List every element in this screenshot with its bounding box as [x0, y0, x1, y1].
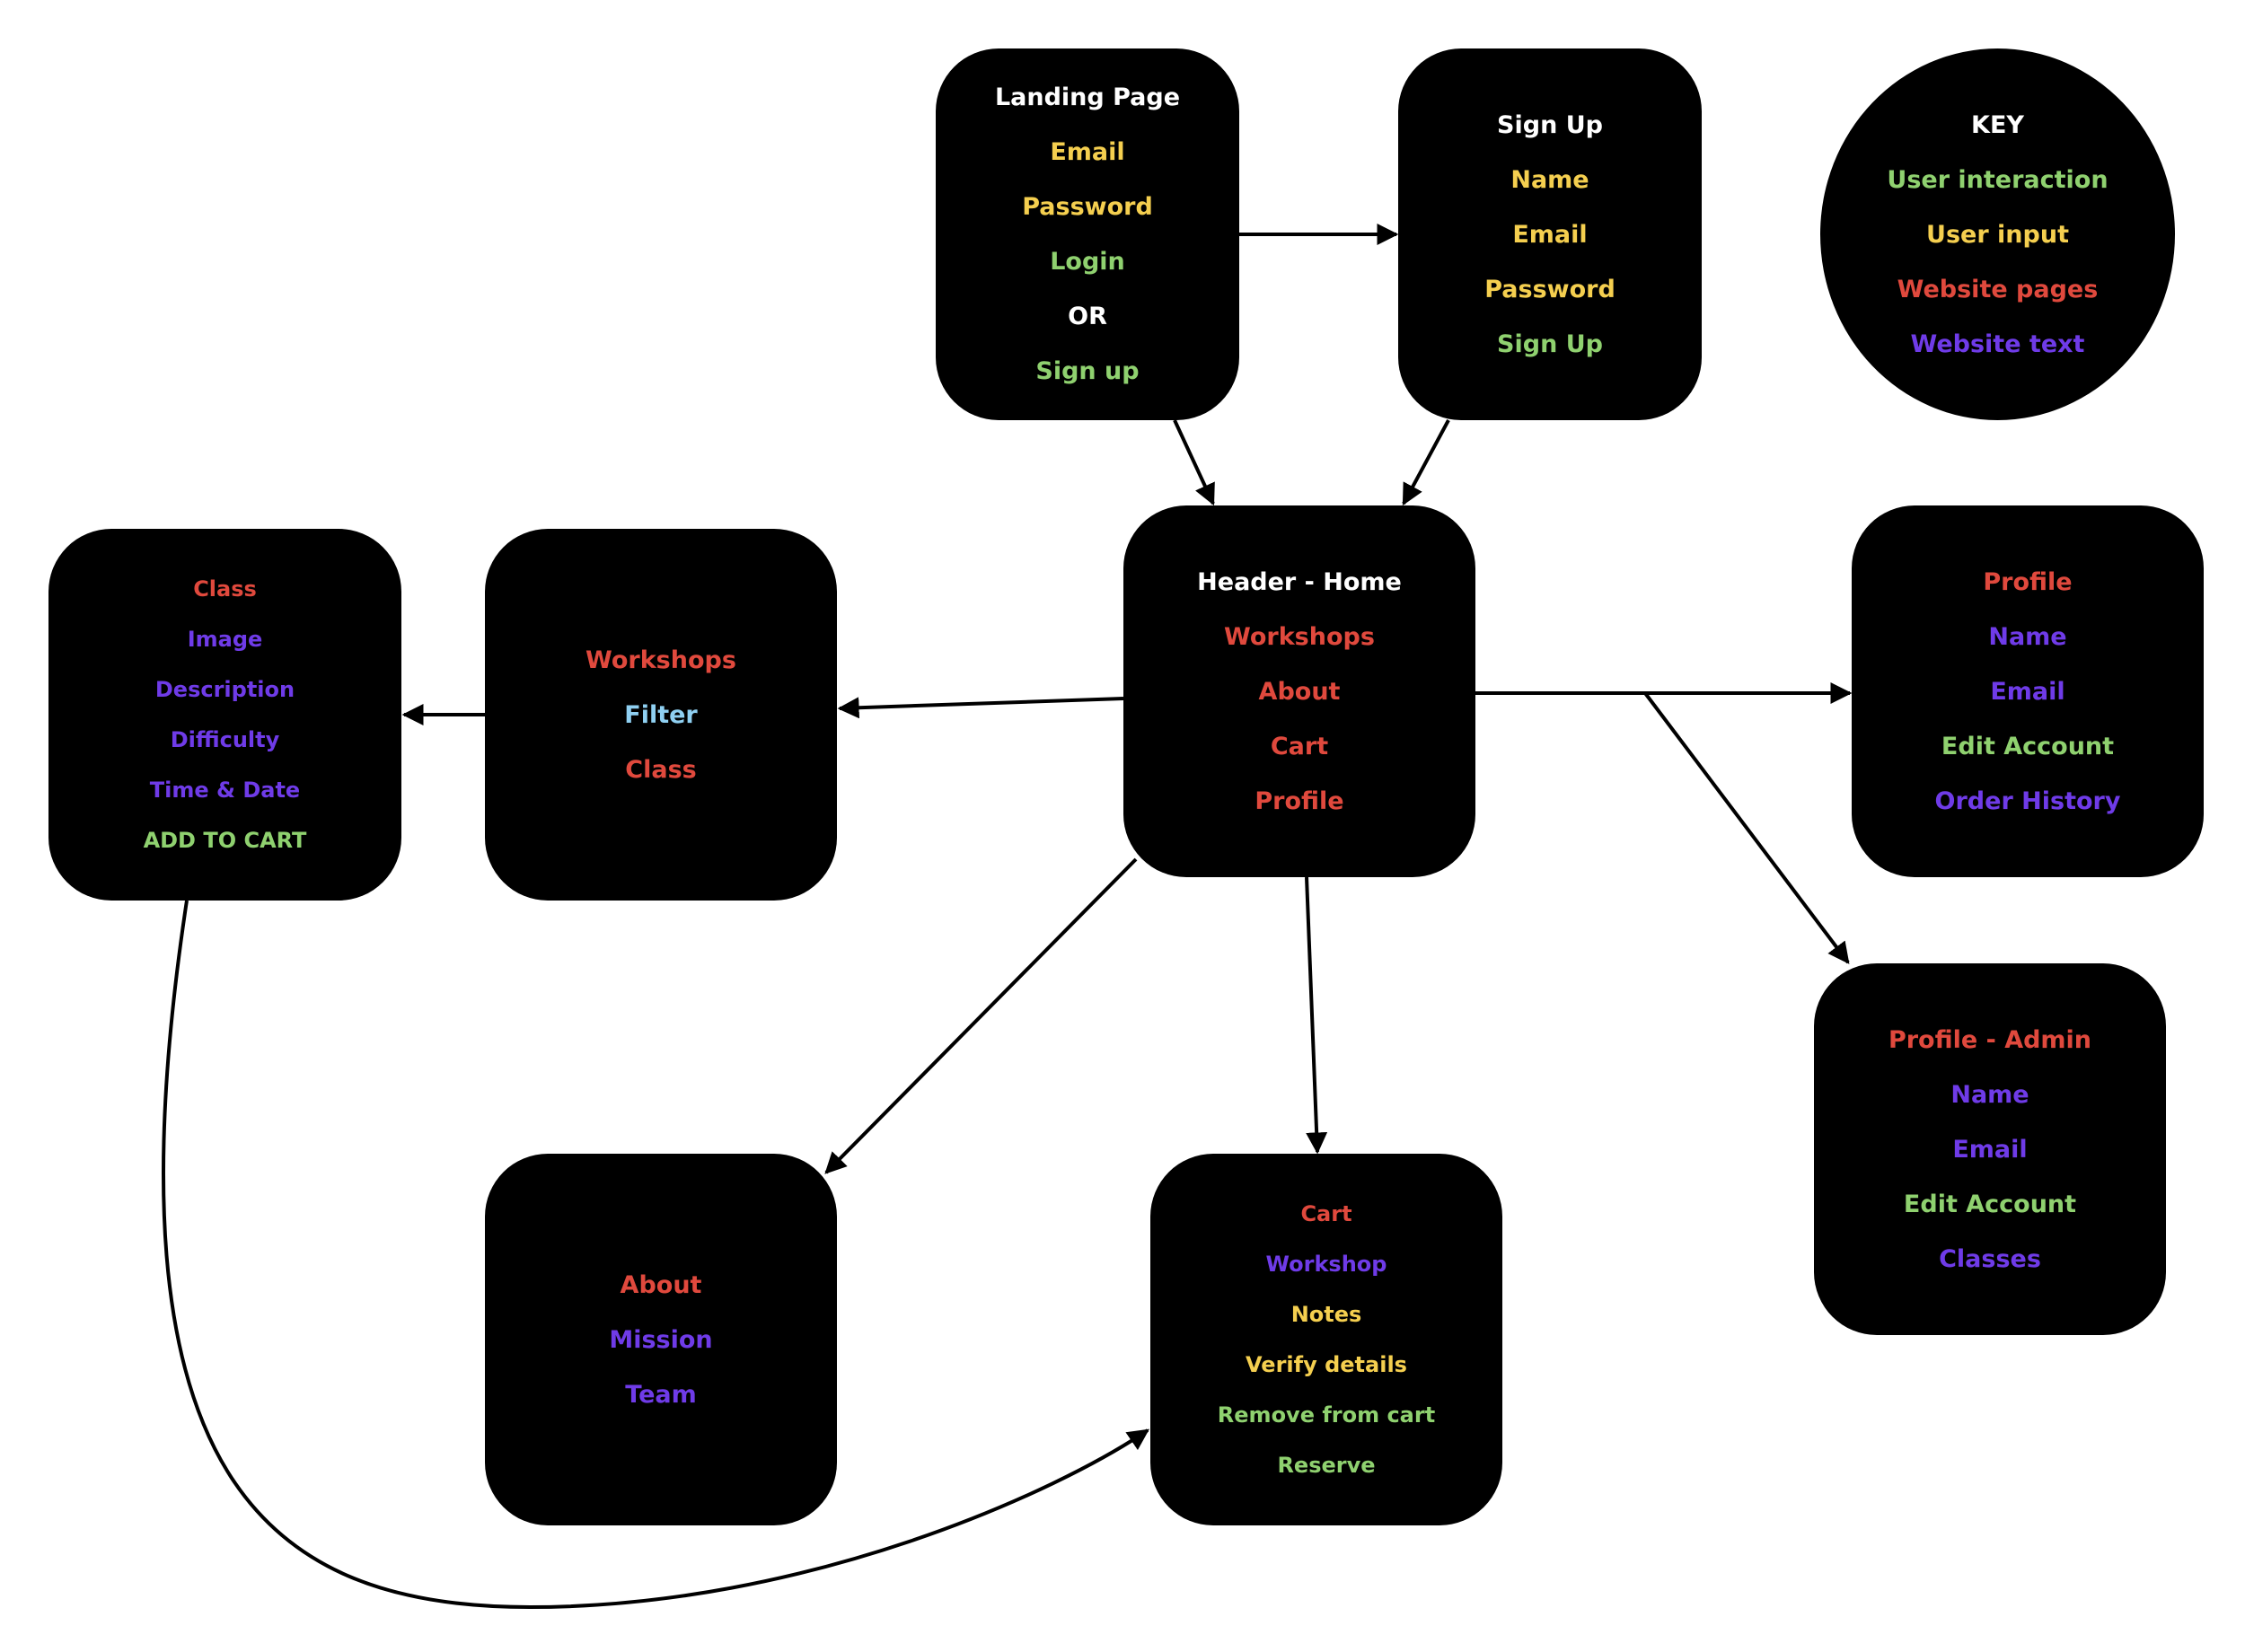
- admin-item-classes: Classes: [1939, 1244, 2041, 1273]
- admin-item-email: Email: [1952, 1135, 2028, 1164]
- key-item-website-text: Website text: [1910, 330, 2085, 358]
- signup-item-email: Email: [1512, 220, 1588, 249]
- landing-item-login: Login: [1050, 248, 1125, 276]
- admin-item-edit-account: Edit Account: [1903, 1190, 2077, 1218]
- edge-home-to-about: [824, 857, 1138, 1174]
- landing-item-sign-up: Sign up: [1035, 357, 1140, 385]
- profile-item-edit-account: Edit Account: [1941, 732, 2115, 760]
- cart-item-notes: Notes: [1290, 1302, 1362, 1327]
- profile-item-profile: Profile: [1983, 567, 2073, 596]
- home-item-cart: Cart: [1270, 732, 1329, 760]
- signup-item-sign-up: Sign Up: [1497, 330, 1603, 358]
- edge-signup-to-home: [1402, 419, 1450, 506]
- landing-item-password: Password: [1022, 193, 1153, 221]
- profile-item-email: Email: [1990, 677, 2065, 706]
- cart-item-workshop: Workshop: [1265, 1252, 1387, 1277]
- workshops-item-class: Class: [625, 755, 697, 784]
- home-item-header-home: Header - Home: [1197, 567, 1402, 596]
- landing-item-or: OR: [1068, 303, 1107, 330]
- edge-home-to-workshops: [837, 697, 1124, 719]
- edge-home-to-cart: [1305, 876, 1328, 1155]
- key-item-user-interaction: User interaction: [1887, 165, 2109, 194]
- key-item-key: KEY: [1971, 110, 2024, 139]
- home-item-workshops: Workshops: [1224, 622, 1375, 651]
- edge-home-to-admin: [1643, 691, 1850, 964]
- profile-item-order-history: Order History: [1934, 786, 2121, 815]
- class-item-add-to-cart: ADD TO CART: [143, 828, 307, 853]
- class-item-image: Image: [187, 627, 263, 652]
- key-item-user-input: User input: [1926, 220, 2069, 249]
- about-item-mission: Mission: [609, 1325, 713, 1354]
- class-item-description: Description: [154, 677, 295, 702]
- signup-item-sign-up: Sign Up: [1497, 110, 1603, 139]
- admin-item-name: Name: [1950, 1080, 2029, 1109]
- edge-class-to-cart: [162, 900, 1149, 1610]
- landing-item-landing-page: Landing Page: [994, 83, 1181, 111]
- class-item-class: Class: [193, 576, 257, 602]
- landing-item-email: Email: [1050, 138, 1125, 166]
- cart-item-cart: Cart: [1300, 1201, 1352, 1226]
- key-item-website-pages: Website pages: [1897, 275, 2099, 303]
- edge-landing-to-home: [1173, 419, 1215, 506]
- home-item-profile: Profile: [1255, 786, 1344, 815]
- about-item-team: Team: [625, 1380, 697, 1409]
- workshops-item-workshops: Workshops: [585, 646, 736, 674]
- cart-item-verify-details: Verify details: [1246, 1352, 1407, 1377]
- workshops-item-filter: Filter: [624, 700, 698, 729]
- signup-item-password: Password: [1484, 275, 1616, 303]
- cart-item-reserve: Reserve: [1277, 1453, 1376, 1478]
- admin-item-profile-admin: Profile - Admin: [1888, 1025, 2092, 1054]
- home-item-about: About: [1258, 677, 1341, 706]
- cart-item-remove-from-cart: Remove from cart: [1217, 1402, 1436, 1428]
- about-item-about: About: [620, 1270, 702, 1299]
- signup-item-name: Name: [1510, 165, 1589, 194]
- class-item-time-date: Time & Date: [149, 778, 301, 803]
- class-item-difficulty: Difficulty: [170, 727, 280, 752]
- profile-item-name: Name: [1988, 622, 2067, 651]
